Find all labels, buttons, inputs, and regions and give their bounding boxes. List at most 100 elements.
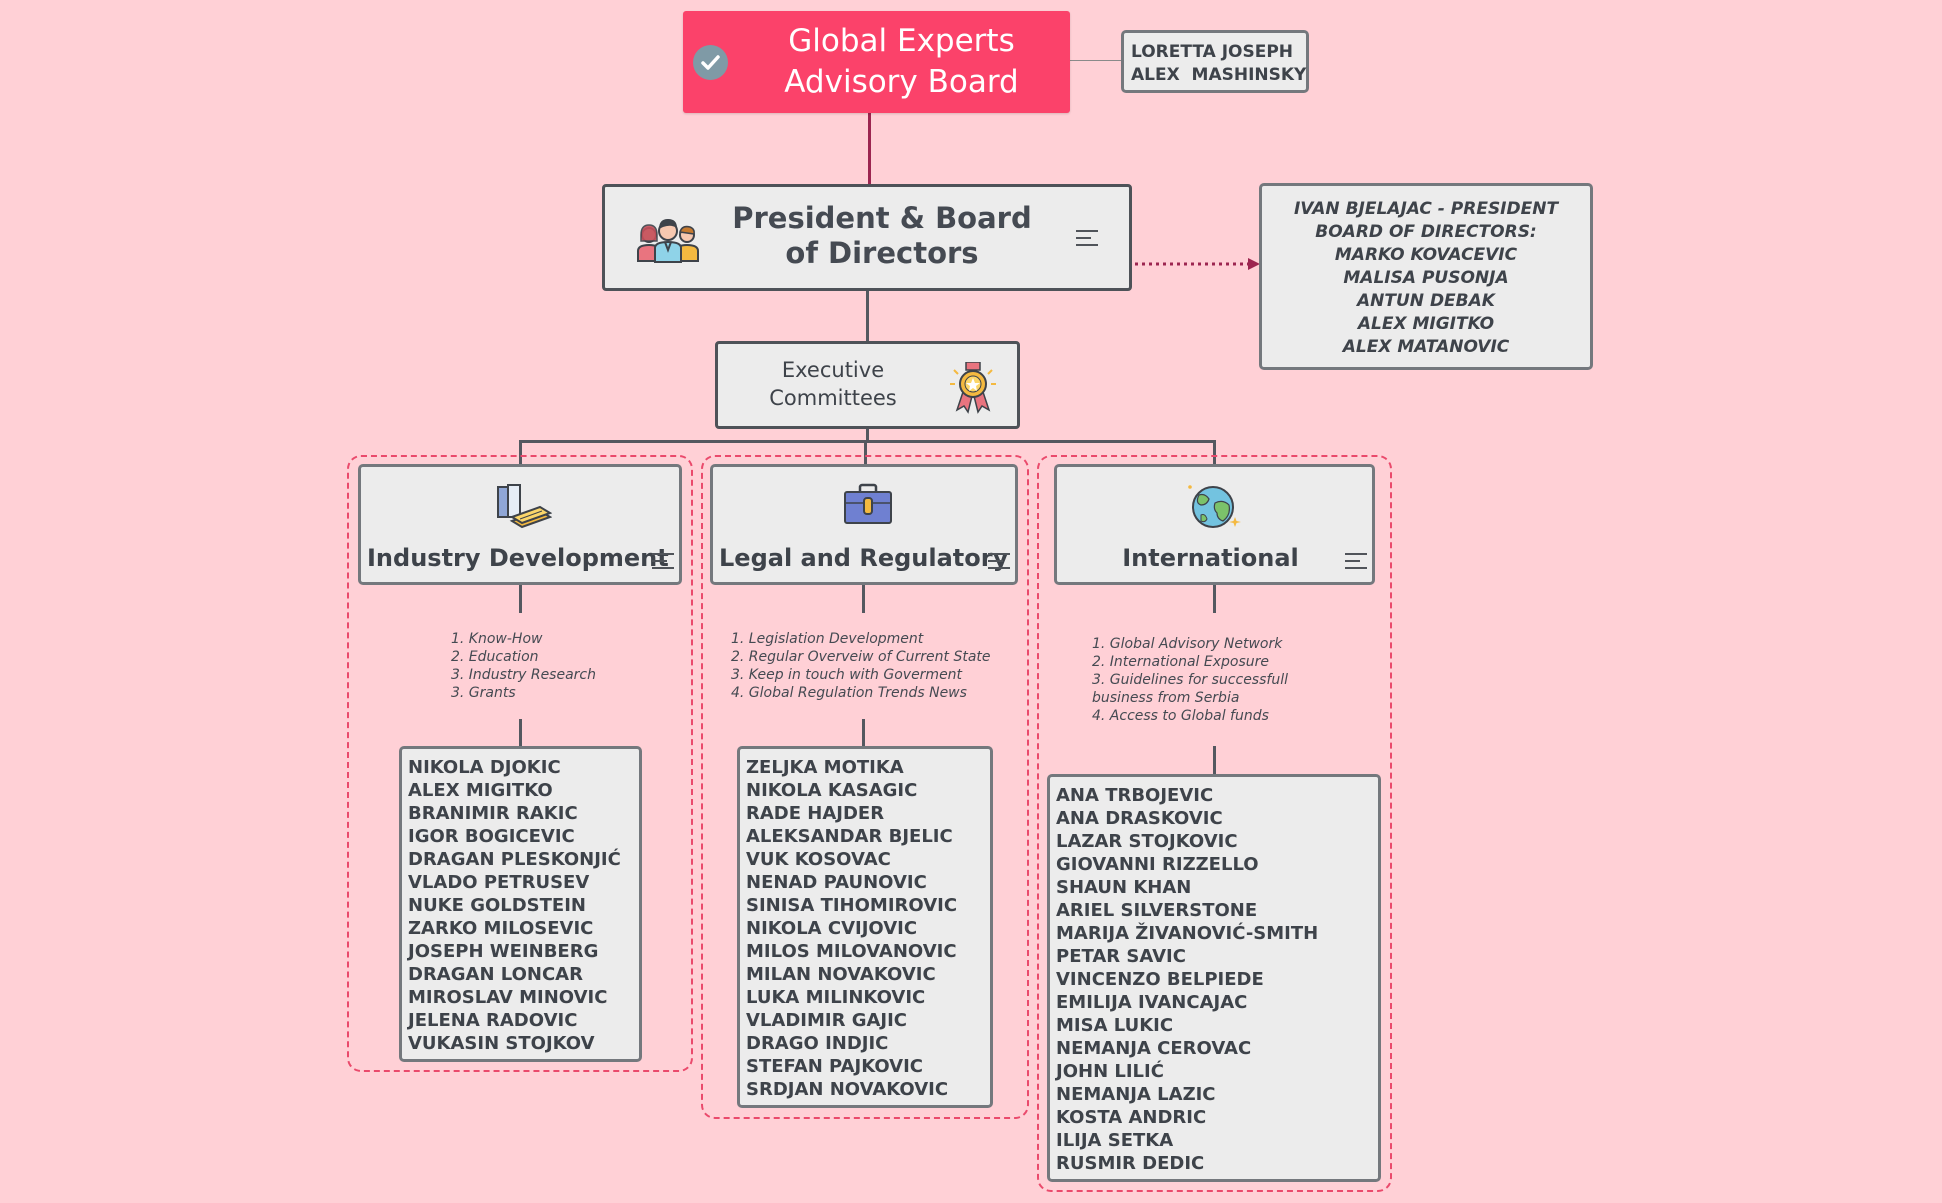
connector-board-exec xyxy=(866,291,869,341)
connector-international-duties xyxy=(1213,585,1216,613)
connector-industry-duties xyxy=(519,585,522,613)
connector-root-board xyxy=(868,113,871,184)
member-name: PETAR SAVIC xyxy=(1056,946,1186,967)
member-name: JOHN LILIĆ xyxy=(1056,1061,1164,1082)
member-name: LAZAR STOJKOVIC xyxy=(1056,831,1238,852)
duty-item: 4. Global Regulation Trends News xyxy=(731,685,967,701)
member-name: IGOR BOGICEVIC xyxy=(408,826,575,847)
board-member: ALEX MATANOVIC xyxy=(1342,337,1510,357)
member-name: DRAGAN LONCAR xyxy=(408,964,583,985)
member-name: ZARKO MILOSEVIC xyxy=(408,918,594,939)
member-name: SRDJAN NOVAKOVIC xyxy=(746,1079,949,1100)
member-name: KOSTA ANDRIC xyxy=(1056,1107,1207,1128)
member-name: ALEX MIGITKO xyxy=(408,780,553,801)
member-name: ALEKSANDAR BJELIC xyxy=(746,826,953,847)
legal-members-box[interactable]: ZELJKA MOTIKA NIKOLA KASAGIC RADE HAJDER… xyxy=(737,746,993,1108)
industry-members-box[interactable]: NIKOLA DJOKIC ALEX MIGITKO BRANIMIR RAKI… xyxy=(399,746,642,1062)
member-name: LUKA MILINKOVIC xyxy=(746,987,926,1008)
check-icon xyxy=(693,45,728,80)
globe-icon xyxy=(1188,485,1241,528)
member-name: NIKOLA DJOKIC xyxy=(408,757,561,778)
member-name: NIKOLA KASAGIC xyxy=(746,780,918,801)
executive-title: Executive Committees xyxy=(769,358,897,410)
member-name: VUKASIN STOJKOV xyxy=(408,1033,595,1054)
committee-international[interactable]: International xyxy=(1054,464,1375,585)
duty-item: 3. Industry Research xyxy=(451,667,596,683)
root-title: Global Experts Advisory Board xyxy=(784,23,1019,100)
notes-icon[interactable] xyxy=(652,553,674,569)
member-name: NIKOLA CVIJOVIC xyxy=(746,918,918,939)
books-icon xyxy=(497,484,552,529)
duty-item: 1. Global Advisory Network xyxy=(1092,636,1283,652)
duty-item: 2. International Exposure xyxy=(1092,654,1269,670)
committee-title: International xyxy=(1122,544,1299,572)
duty-item: 2. Education xyxy=(451,649,539,665)
duty-item: 3. Grants xyxy=(451,685,516,701)
board-member: IVAN BJELAJAC - PRESIDENT xyxy=(1293,199,1559,219)
industry-group-outline xyxy=(347,455,693,1072)
member-name: SINISA TIHOMIROVIC xyxy=(746,895,958,916)
duty-item: 3. Keep in touch with Goverment xyxy=(731,667,963,683)
member-name: MISA LUKIC xyxy=(1056,1015,1174,1036)
committee-industry-development[interactable]: Industry Development xyxy=(358,464,682,585)
connector-exec-branch xyxy=(866,429,869,442)
duty-item: 2. Regular Overveiw of Current State xyxy=(731,649,991,665)
board-node[interactable]: President & Board of Directors xyxy=(602,184,1132,291)
member-name: MARIJA ŽIVANOVIĆ-SMITH xyxy=(1056,923,1319,944)
connector-branch-international xyxy=(1213,440,1216,466)
connector-industry-members xyxy=(519,719,522,746)
committee-title: Legal and Regulatory xyxy=(719,544,1009,572)
member-name: ILIJA SETKA xyxy=(1056,1130,1174,1151)
member-name: VLADO PETRUSEV xyxy=(408,872,590,893)
connector-legal-members xyxy=(862,719,865,746)
member-name: NEMANJA CEROVAC xyxy=(1056,1038,1252,1059)
industry-duties: 1. Know-How 2. Education 3. Industry Res… xyxy=(451,630,596,702)
member-name: MILAN NOVAKOVIC xyxy=(746,964,936,985)
member-name: ARIEL SILVERSTONE xyxy=(1056,900,1258,921)
member-name: ANA TRBOJEVIC xyxy=(1056,785,1214,806)
connector-branch-legal xyxy=(864,440,867,466)
member-name: MILOS MILOVANOVIC xyxy=(746,941,957,962)
duty-item: business from Serbia xyxy=(1092,690,1240,706)
duty-item: 3. Guidelines for successfull xyxy=(1092,672,1288,688)
member-name: JELENA RADOVIC xyxy=(408,1010,578,1031)
board-title: President & Board of Directors xyxy=(732,201,1032,270)
root-node[interactable]: Global Experts Advisory Board xyxy=(683,11,1070,113)
board-member: MALISA PUSONJA xyxy=(1343,268,1509,288)
international-members-box[interactable]: ANA TRBOJEVIC ANA DRASKOVIC LAZAR STOJKO… xyxy=(1047,774,1381,1182)
people-icon xyxy=(637,219,699,263)
committee-title: Industry Development xyxy=(367,544,669,572)
duty-item: 1. Know-How xyxy=(451,631,543,647)
board-members-box[interactable]: IVAN BJELAJAC - PRESIDENT BOARD OF DIREC… xyxy=(1259,183,1593,370)
committee-legal-and-regulatory[interactable]: Legal and Regulatory xyxy=(710,464,1018,585)
member-name: RADE HAJDER xyxy=(746,803,885,824)
member-name: VINCENZO BELPIEDE xyxy=(1056,969,1264,990)
legal-duties: 1. Legislation Development 2. Regular Ov… xyxy=(731,630,991,702)
board-member: ANTUN DEBAK xyxy=(1357,291,1495,311)
connector-branch-horizontal xyxy=(519,440,1216,443)
member-name: ANA DRASKOVIC xyxy=(1056,808,1223,829)
member-name: SHAUN KHAN xyxy=(1056,877,1192,898)
board-member: BOARD OF DIRECTORS: xyxy=(1315,222,1537,242)
board-member: MARKO KOVACEVIC xyxy=(1334,245,1518,265)
member-name: STEFAN PAJKOVIC xyxy=(746,1056,923,1077)
member-name: MIROSLAV MINOVIC xyxy=(408,987,608,1008)
executive-committees-node[interactable]: Executive Committees xyxy=(715,341,1020,429)
member-name: JOSEPH WEINBERG xyxy=(408,941,599,962)
member-name: EMILIJA IVANCAJAC xyxy=(1056,992,1248,1013)
connector-root-founders xyxy=(1070,60,1121,61)
member-name: VLADIMIR GAJIC xyxy=(746,1010,908,1031)
member-name: GIOVANNI RIZZELLO xyxy=(1056,854,1259,875)
member-name: NUKE GOLDSTEIN xyxy=(408,895,586,916)
member-name: DRAGAN PLESKONJIĆ xyxy=(408,849,621,870)
notes-icon[interactable] xyxy=(1345,553,1367,569)
board-member: ALEX MIGITKO xyxy=(1357,314,1495,334)
notes-icon[interactable] xyxy=(1076,230,1098,246)
founders-box[interactable]: LORETTA JOSEPH ALEX MASHINSKY xyxy=(1121,30,1309,93)
notes-icon[interactable] xyxy=(988,553,1010,569)
member-name: DRAGO INDJIC xyxy=(746,1033,889,1054)
medal-icon xyxy=(950,362,996,414)
connector-branch-industry xyxy=(519,440,522,466)
connector-international-members xyxy=(1213,746,1216,774)
international-duties: 1. Global Advisory Network 2. Internatio… xyxy=(1092,635,1288,725)
